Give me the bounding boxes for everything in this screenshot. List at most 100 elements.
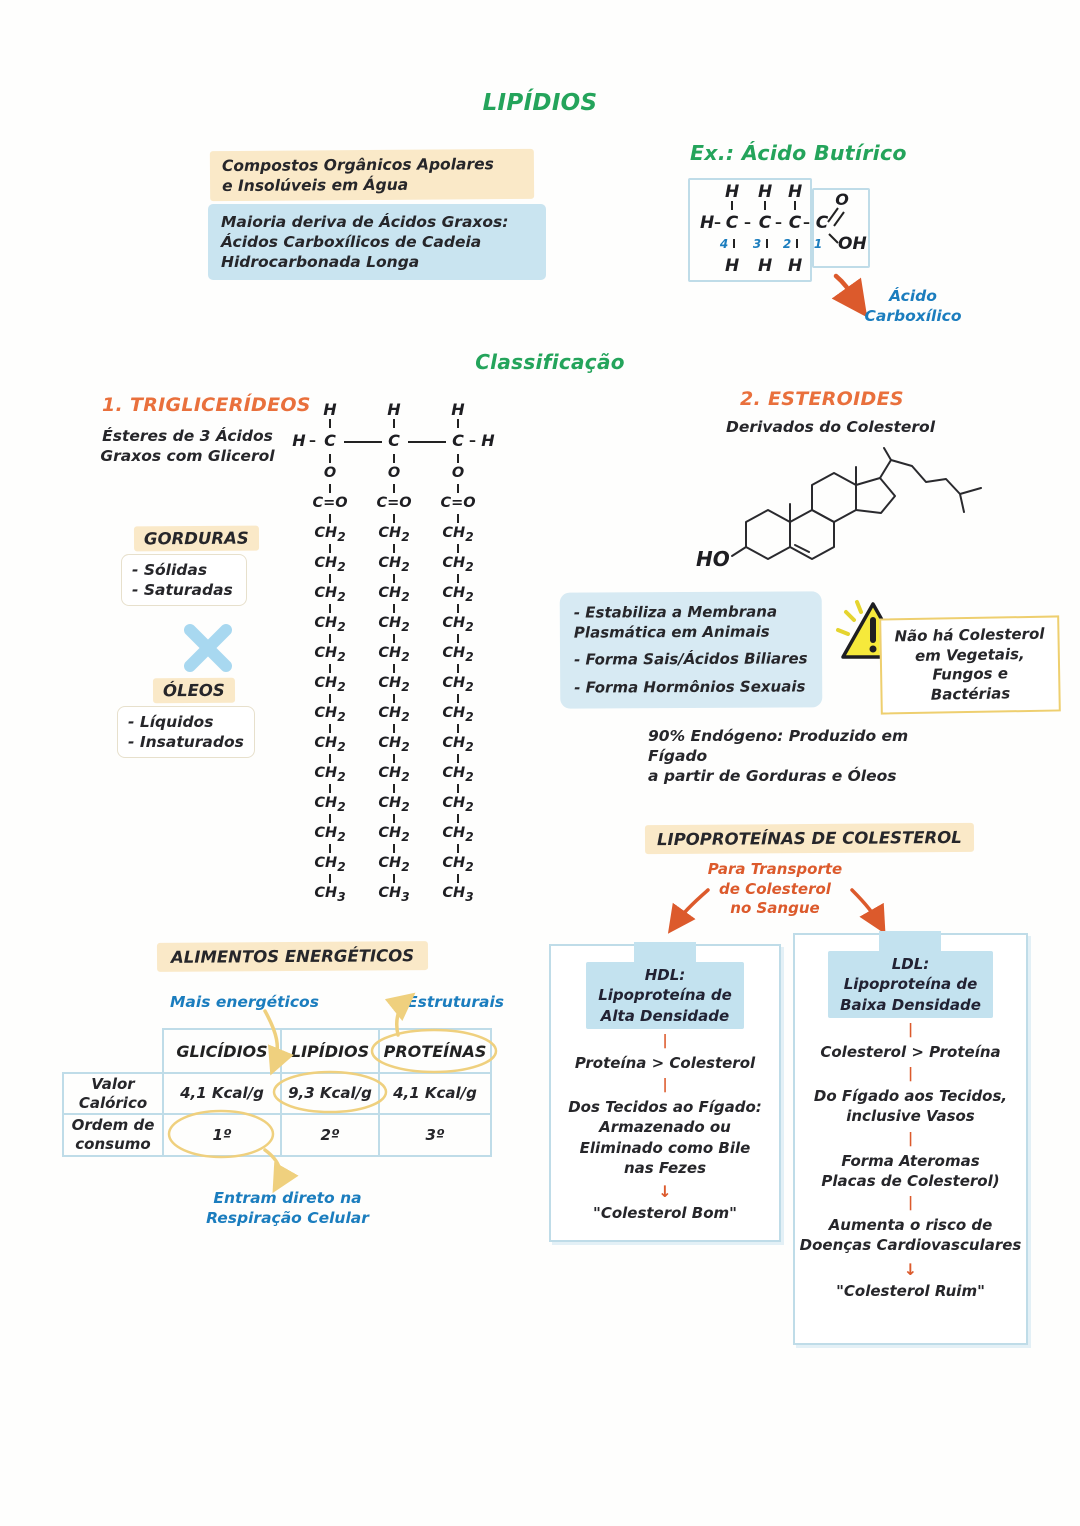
flow-arrow-icon: ↓ bbox=[658, 1182, 672, 1201]
c-atom: C bbox=[725, 213, 739, 233]
flow-title: HDL: Lipoproteína de Alta Densidade bbox=[586, 962, 744, 1029]
gorduras-box: - Sólidas - Saturadas bbox=[121, 554, 247, 607]
column-header: PROTEÍNAS bbox=[378, 1028, 492, 1074]
oleos-item: - Insaturados bbox=[128, 733, 244, 752]
table-corner bbox=[63, 1029, 163, 1073]
oh-group: OH bbox=[838, 234, 867, 254]
chain-unit: CH2 bbox=[314, 615, 346, 634]
carboxyl-label: Ácido Carboxílico bbox=[864, 287, 962, 326]
chain-unit: CH2 bbox=[378, 525, 410, 544]
chain-unit: CH2 bbox=[378, 825, 410, 844]
warning-note: Não há Colesterol em Vegetais, Fungos e … bbox=[879, 615, 1061, 715]
flow-result: "Colesterol Ruim" bbox=[836, 1281, 985, 1300]
h-atom: H bbox=[700, 213, 715, 233]
chain-unit: CH2 bbox=[378, 615, 410, 634]
chain-unit: CH2 bbox=[378, 645, 410, 664]
h-atom: H bbox=[758, 256, 773, 276]
chain-unit: C=O bbox=[376, 495, 412, 511]
chain-unit: CH2 bbox=[314, 645, 346, 664]
chain-unit: CH2 bbox=[442, 795, 474, 814]
table-cell: 4,1 Kcal/g bbox=[162, 1072, 282, 1115]
carbon-number: 4 bbox=[719, 237, 729, 251]
table-cell: 9,3 Kcal/g bbox=[280, 1072, 380, 1115]
flow-separator: | bbox=[662, 1077, 668, 1093]
oleos-box: - Líquidos - Insaturados bbox=[117, 706, 255, 759]
chain-unit: CH2 bbox=[442, 855, 474, 874]
h-atom: H bbox=[481, 431, 495, 450]
flow-separator: | bbox=[907, 1130, 914, 1147]
chain-unit: C=O bbox=[312, 495, 348, 511]
flow-separator: | bbox=[907, 1066, 914, 1082]
oleos-item: - Líquidos bbox=[128, 713, 214, 731]
butyric-heading: Ex.: Ácido Butírico bbox=[690, 141, 907, 165]
steroid-function: - Estabiliza a Membrana Plasmática em An… bbox=[573, 602, 778, 642]
annotation-respiracao-celular: Entram direto na Respiração Celular bbox=[206, 1189, 369, 1228]
gorduras-item: - Saturadas bbox=[132, 581, 233, 600]
c-atom: C bbox=[758, 213, 772, 233]
steroid-functions-box: - Estabiliza a Membrana Plasmática em An… bbox=[559, 591, 823, 709]
lipoproteins-heading: LIPOPROTEÍNAS DE COLESTEROL bbox=[644, 822, 974, 855]
h-atom: H bbox=[725, 182, 740, 202]
flow-arrow-icon: ↓ bbox=[903, 1259, 918, 1279]
steroid-function: - Forma Sais/Ácidos Biliares bbox=[574, 649, 808, 669]
chain-unit: O bbox=[451, 465, 465, 481]
table-row: Valor Calórico 4,1 Kcal/g 9,3 Kcal/g 4,1… bbox=[62, 1072, 492, 1115]
table-cell: 3º bbox=[378, 1113, 492, 1157]
triglycerides-subtitle: Ésteres de 3 Ácidos Graxos com Glicerol bbox=[100, 427, 275, 466]
chain-unit: CH3 bbox=[378, 885, 410, 904]
chain-unit: CH2 bbox=[314, 735, 346, 754]
flow-step: Aumenta o risco de Doenças Cardiovascula… bbox=[799, 1216, 1022, 1255]
chain-unit: CH2 bbox=[378, 675, 410, 694]
table-cell: 2º bbox=[280, 1113, 380, 1157]
flow-step: Proteína > Colesterol bbox=[574, 1053, 756, 1072]
flow-separator: | bbox=[907, 1021, 914, 1038]
flow-title: LDL: Lipoproteína de Baixa Densidade bbox=[828, 951, 993, 1018]
chain-unit: CH2 bbox=[314, 555, 346, 574]
chain-unit: CH2 bbox=[314, 825, 346, 844]
h-atom: H bbox=[788, 182, 803, 202]
chain-unit: CH2 bbox=[442, 525, 474, 544]
chain-unit: CH2 bbox=[314, 705, 346, 724]
ho-label: HO bbox=[696, 547, 730, 571]
carbon-number: 1 bbox=[813, 237, 823, 251]
esteroides-heading: 2. ESTEROIDES bbox=[740, 388, 904, 410]
ldl-box: LDL: Lipoproteína de Baixa Densidade | Col… bbox=[793, 933, 1028, 1345]
c-atom: C bbox=[452, 431, 464, 450]
flow-step: Colesterol > Proteína bbox=[820, 1042, 1001, 1061]
gorduras-label: GORDURAS bbox=[133, 525, 259, 552]
chain-outline-box bbox=[688, 178, 812, 282]
row-label: Ordem de consumo bbox=[62, 1113, 164, 1157]
chain-unit: CH2 bbox=[378, 765, 410, 784]
endogenous-note: 90% Endógeno: Produzido em Fígado a part… bbox=[648, 727, 909, 786]
chain-unit: O bbox=[323, 465, 337, 481]
chain-unit: CH2 bbox=[442, 675, 474, 694]
classification-heading: Classificação bbox=[475, 350, 625, 374]
chain-unit: CH2 bbox=[378, 705, 410, 724]
h-atom: H bbox=[758, 182, 773, 202]
chain-unit: CH2 bbox=[378, 555, 410, 574]
table-cell: 1º bbox=[162, 1113, 282, 1157]
intro-note-apolar: Compostos Orgânicos Apolares e Insolúvei… bbox=[209, 148, 535, 202]
chain-unit: CH2 bbox=[378, 795, 410, 814]
steroid-function: - Forma Hormônios Sexuais bbox=[574, 676, 806, 697]
esteroides-subtitle: Derivados do Colesterol bbox=[726, 418, 936, 436]
hdl-box: HDL: Lipoproteína de Alta Densidade | Prot… bbox=[549, 944, 781, 1242]
chain-unit: C=O bbox=[440, 495, 476, 511]
intro-note-acidos-graxos: Maioria deriva de Ácidos Graxos: Ácidos … bbox=[208, 204, 546, 281]
carboxyl-outline-box bbox=[812, 188, 870, 268]
chain-unit: CH3 bbox=[442, 885, 474, 904]
chain-unit: CH2 bbox=[442, 825, 474, 844]
chain-unit: CH2 bbox=[442, 765, 474, 784]
chain-unit: CH2 bbox=[442, 645, 474, 664]
chain-unit: CH2 bbox=[442, 615, 474, 634]
versus-x-icon bbox=[184, 624, 232, 672]
column-header: GLICÍDIOS bbox=[162, 1028, 282, 1074]
chain-unit: CH2 bbox=[314, 855, 346, 874]
annotation-mais-energeticos: Mais energéticos bbox=[170, 993, 319, 1011]
flow-step: Do Fígado aos Tecidos, inclusive Vasos bbox=[813, 1087, 1008, 1126]
chain-unit: CH3 bbox=[314, 885, 346, 904]
h-atom: H bbox=[387, 400, 401, 419]
